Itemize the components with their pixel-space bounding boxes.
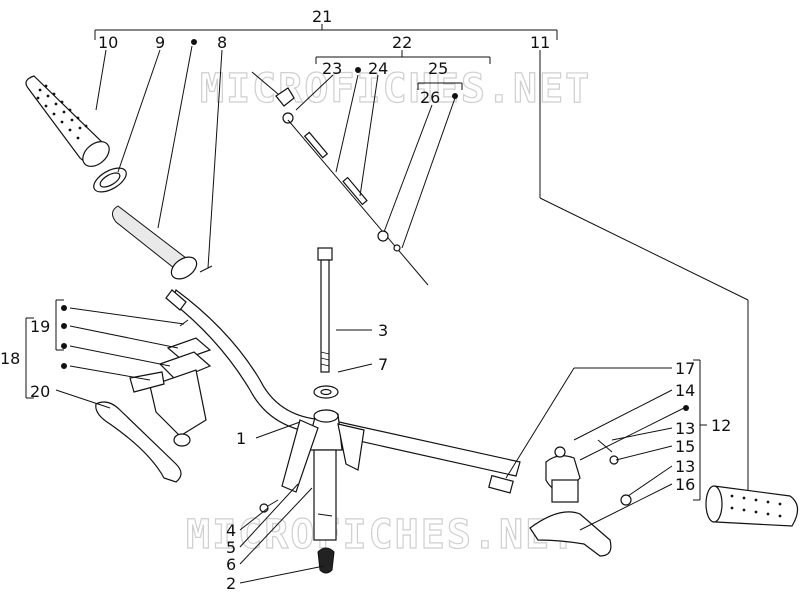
callout-7: 7: [378, 355, 388, 374]
callout-15: 15: [675, 437, 695, 456]
stem-bolt: [317, 247, 333, 373]
callout-16: 16: [675, 475, 695, 494]
callout-26: 26: [420, 88, 440, 107]
throttle-cable: [251, 71, 429, 286]
callout-12: 12: [711, 416, 731, 435]
leader-lines: [55, 45, 749, 584]
callout-13-top: 13: [675, 419, 695, 438]
screw-13: [597, 439, 619, 465]
watermark-bottom: MICROFICHES.NET: [186, 512, 577, 558]
group-bracket-21: [94, 24, 558, 40]
callout-4: 4: [226, 521, 236, 540]
callout-5: 5: [226, 538, 236, 557]
callout-23: 23: [322, 59, 342, 78]
handlebar-tube: [165, 289, 521, 477]
callout-19: 19: [30, 317, 50, 336]
callout-20: 20: [30, 382, 50, 401]
group-bracket-12: [693, 359, 707, 501]
callout-3: 3: [378, 321, 388, 340]
group-bracket-22: [315, 50, 491, 64]
callout-11: 11: [530, 33, 550, 52]
master-cylinder: [129, 337, 212, 447]
callout-labels: 21 10 9 8 22 11 23 24 25 26 19 18 20 3 7…: [0, 7, 731, 593]
callout-21: 21: [312, 7, 332, 26]
screw-19: [179, 319, 189, 327]
throttle-sleeve: [112, 205, 198, 280]
washer-7: [313, 385, 339, 399]
group-bracket-19: [55, 299, 64, 351]
watermark-top: MICROFICHES.NET: [200, 66, 591, 112]
callout-17: 17: [675, 359, 695, 378]
left-grip: [25, 75, 110, 167]
callout-18: 18: [0, 349, 20, 368]
nut-13: [620, 494, 632, 506]
callout-10: 10: [98, 33, 118, 52]
callout-13-bottom: 13: [675, 457, 695, 476]
group-bracket-25: [417, 82, 463, 90]
cap-2: [317, 547, 335, 574]
group-bracket-18: [25, 317, 34, 399]
callout-25: 25: [428, 59, 448, 78]
brake-lever-left: [95, 401, 182, 483]
ring-washer: [93, 167, 127, 193]
callout-1: 1: [236, 429, 246, 448]
bullet-dots: [61, 39, 689, 411]
callout-2: 2: [226, 574, 236, 593]
screw-4: [259, 499, 279, 513]
callout-9: 9: [155, 33, 165, 52]
right-switch-assembly: [488, 446, 581, 503]
right-grip: [705, 485, 799, 527]
callout-8: 8: [217, 33, 227, 52]
brake-lever-right: [529, 511, 612, 557]
steering-tube: [313, 449, 337, 541]
stem-clamp: [281, 409, 365, 493]
callout-24: 24: [368, 59, 388, 78]
callout-22: 22: [392, 33, 412, 52]
screw-8: [199, 265, 213, 273]
callout-14: 14: [675, 381, 695, 400]
callout-6: 6: [226, 555, 236, 574]
